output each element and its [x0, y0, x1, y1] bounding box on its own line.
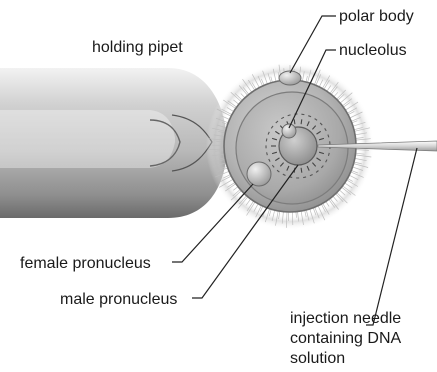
egg-hair — [216, 141, 224, 142]
label-injection-needle-2: containing DNA — [290, 330, 402, 347]
label-holding-pipet: holding pipet — [92, 39, 183, 56]
polar-body — [279, 71, 301, 85]
spindle-spoke — [301, 119, 302, 124]
female-pronucleus — [247, 162, 271, 186]
spindle-spoke — [294, 119, 295, 124]
label-male-pronucleus: male pronucleus — [60, 291, 177, 308]
label-female-pronucleus: female pronucleus — [20, 255, 151, 272]
label-nucleolus: nucleolus — [339, 42, 407, 59]
label-injection-needle-1: injection needle — [290, 310, 401, 327]
spindle-spoke — [301, 168, 302, 173]
holding-pipet — [0, 68, 232, 218]
label-injection-needle-3: solution — [290, 350, 345, 367]
nucleolus — [282, 124, 296, 138]
egg-hair — [292, 212, 293, 225]
label-polar-body: polar body — [339, 8, 414, 25]
